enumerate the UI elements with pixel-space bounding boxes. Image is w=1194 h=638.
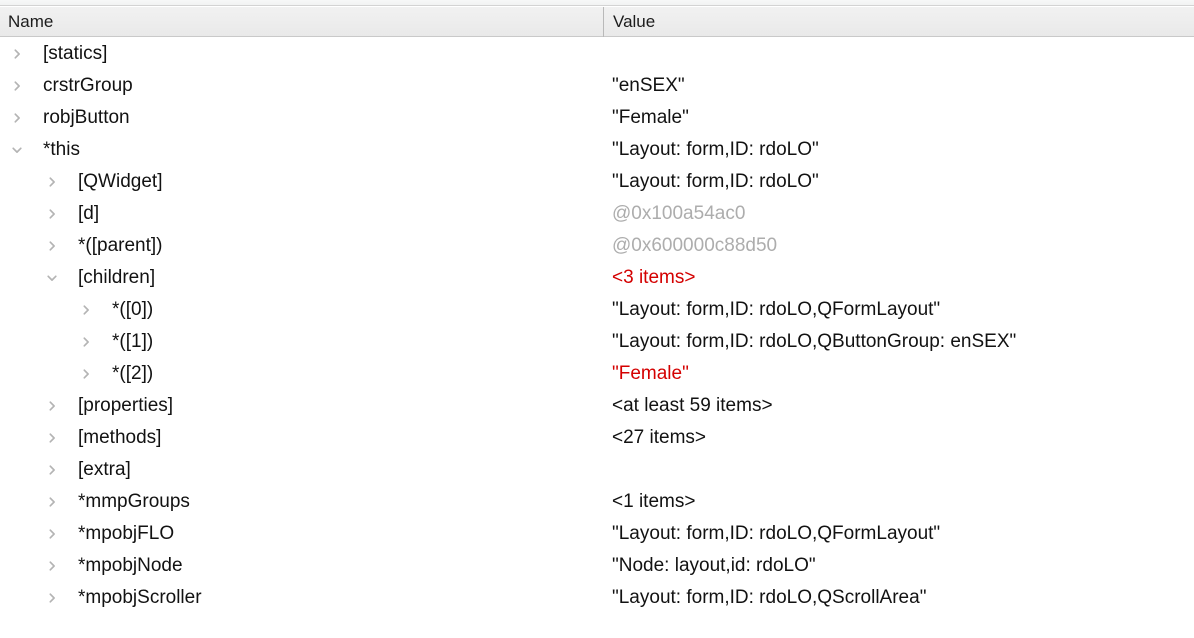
chevron-right-icon[interactable] [42,486,62,518]
tree-row-name: *this [43,139,80,160]
tree-row-name: *([1]) [112,331,154,352]
tree-row-value[interactable]: <at least 59 items> [612,395,773,416]
chevron-right-icon[interactable] [42,518,62,550]
tree-row-name: [children] [78,267,156,288]
chevron-right-icon[interactable] [7,102,27,134]
chevron-right-icon[interactable] [76,326,96,358]
tree-row[interactable]: [methods] <27 items> [0,422,1194,454]
tree-row[interactable]: *mpobjFLO "Layout: form,ID: rdoLO,QFormLa… [0,518,1194,550]
tree-row-name: *([0]) [112,299,154,320]
tree-row[interactable]: *this "Layout: form,ID: rdoLO" [0,134,1194,166]
tree-row[interactable]: [children] <3 items> [0,262,1194,294]
chevron-right-icon[interactable] [42,550,62,582]
tree-row-value[interactable]: "Layout: form,ID: rdoLO,QScrollArea" [612,587,927,608]
tree-row-value[interactable]: "Node: layout,id: rdoLO" [612,555,816,576]
column-header-value[interactable]: Value [613,12,656,31]
chevron-right-icon[interactable] [42,198,62,230]
tree-row[interactable]: [extra] [0,454,1194,486]
tree-row[interactable]: robjButton "Female" [0,102,1194,134]
tree-row-name: *mpobjFLO [78,523,175,544]
tree-row-value[interactable]: "Female" [612,107,689,128]
tree-row-name: *([2]) [112,363,154,384]
tree-row[interactable]: *([2]) "Female" [0,358,1194,390]
tree-row-value[interactable]: "Female" [612,363,689,384]
tree-row-name: [extra] [78,459,131,480]
chevron-right-icon[interactable] [42,422,62,454]
tree-row-value[interactable]: <1 items> [612,491,696,512]
tree-row-value[interactable]: "Layout: form,ID: rdoLO" [612,139,819,160]
tree-row-value[interactable]: "Layout: form,ID: rdoLO,QFormLayout" [612,299,941,320]
tree-row-name: robjButton [43,107,130,128]
tree-row-value[interactable]: "enSEX" [612,75,685,96]
pane-top-strip [0,0,1194,6]
chevron-right-icon[interactable] [7,70,27,102]
tree-row-value[interactable]: "Layout: form,ID: rdoLO,QFormLayout" [612,523,941,544]
tree-row[interactable]: *([parent]) @0x600000c88d50 [0,230,1194,262]
tree-row-name: *mmpGroups [78,491,190,512]
chevron-right-icon[interactable] [42,454,62,486]
tree-row-name: *([parent]) [78,235,163,256]
chevron-down-icon[interactable] [7,134,27,166]
chevron-right-icon[interactable] [42,582,62,614]
tree-row[interactable]: [statics] [0,38,1194,70]
column-header-bar: Name Value [0,7,1194,37]
tree-row[interactable]: [QWidget] "Layout: form,ID: rdoLO" [0,166,1194,198]
column-resize-divider[interactable] [603,7,604,37]
tree-row-name: [properties] [78,395,174,416]
tree-row-value[interactable]: "Layout: form,ID: rdoLO" [612,171,819,192]
tree-row[interactable]: *([0]) "Layout: form,ID: rdoLO,QFormLayou… [0,294,1194,326]
tree-row-value[interactable]: <3 items> [612,267,696,288]
tree-row[interactable]: *mpobjNode "Node: layout,id: rdoLO" [0,550,1194,582]
tree-row-name: *mpobjScroller [78,587,202,608]
tree-row[interactable]: *mmpGroups <1 items> [0,486,1194,518]
column-header-name[interactable]: Name [8,12,54,31]
tree-row[interactable]: *mpobjScroller "Layout: form,ID: rdoLO,QS… [0,582,1194,614]
chevron-down-icon[interactable] [42,262,62,294]
tree-row-value[interactable]: "Layout: form,ID: rdoLO,QButtonGroup: en… [612,331,1017,352]
variables-tree: [statics] crstrGroup "enSEX" robjButton "Fem… [0,38,1194,638]
tree-row-value[interactable]: @0x100a54ac0 [612,203,746,224]
tree-row[interactable]: [d] @0x100a54ac0 [0,198,1194,230]
tree-row[interactable]: crstrGroup "enSEX" [0,70,1194,102]
tree-row-name: *mpobjNode [78,555,183,576]
chevron-right-icon[interactable] [42,390,62,422]
chevron-right-icon[interactable] [7,38,27,70]
chevron-right-icon[interactable] [42,230,62,262]
tree-row-name: [QWidget] [78,171,163,192]
tree-row-name: [d] [78,203,100,224]
tree-row-name: [methods] [78,427,162,448]
chevron-right-icon[interactable] [76,294,96,326]
chevron-right-icon[interactable] [76,358,96,390]
tree-row-name: [statics] [43,43,108,64]
chevron-right-icon[interactable] [42,166,62,198]
tree-row-value[interactable]: <27 items> [612,427,706,448]
tree-row-name: crstrGroup [43,75,133,96]
tree-row-value[interactable]: @0x600000c88d50 [612,235,778,256]
tree-row[interactable]: [properties] <at least 59 items> [0,390,1194,422]
tree-row[interactable]: *([1]) "Layout: form,ID: rdoLO,QButtonGro… [0,326,1194,358]
